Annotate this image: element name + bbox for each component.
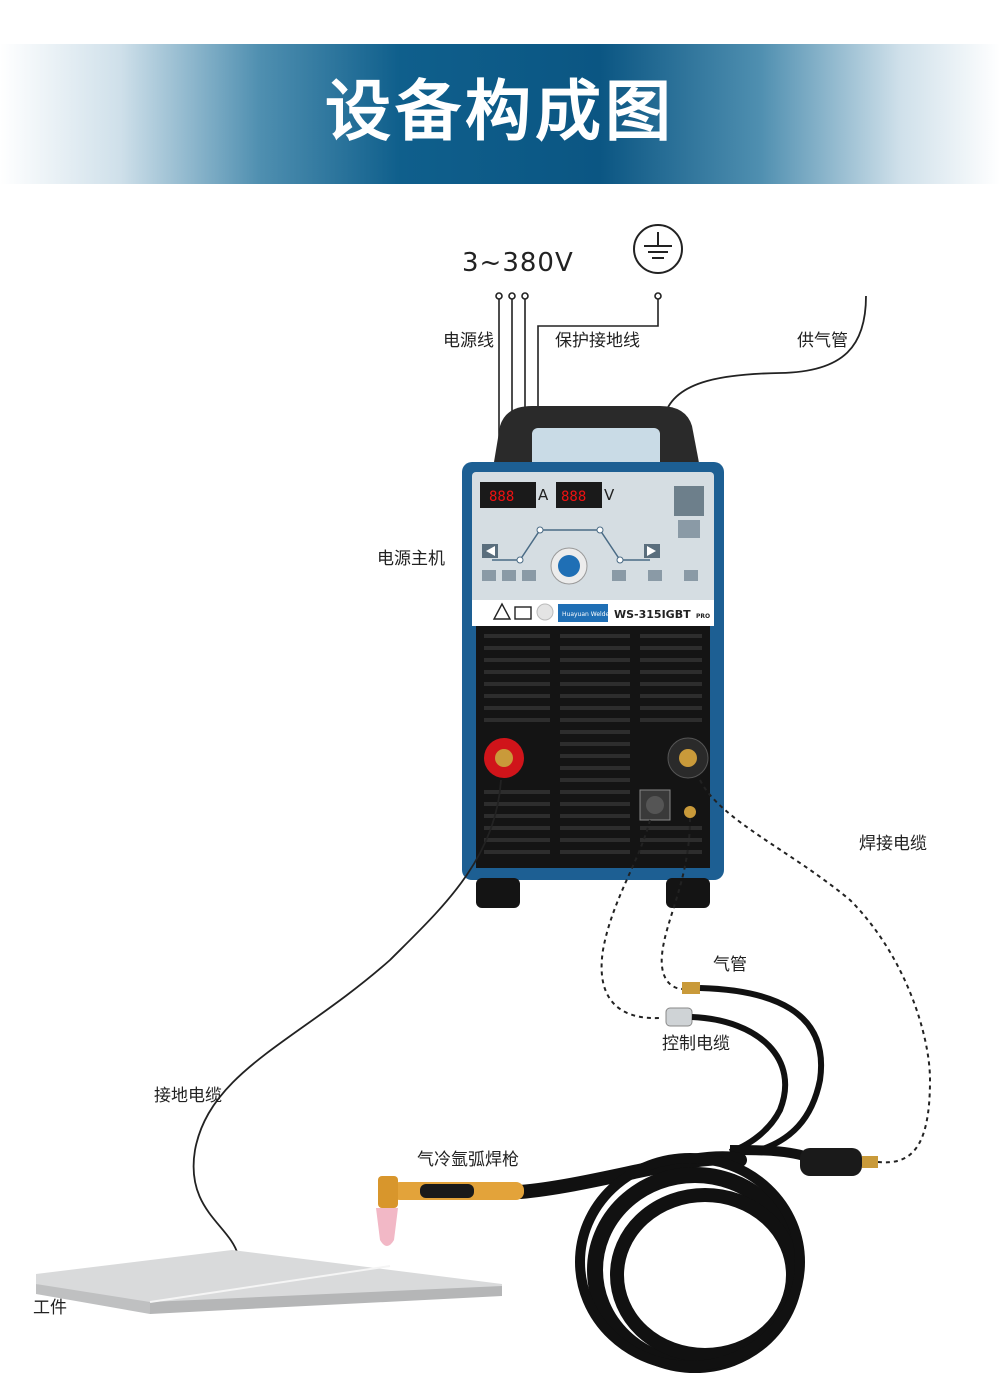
machine-handle	[493, 406, 700, 468]
ground-cable-line	[192, 779, 502, 1256]
manual-icon	[514, 606, 532, 620]
gas-outlet	[684, 806, 696, 818]
workpiece	[36, 1250, 502, 1314]
gas-supply-line	[663, 295, 867, 419]
torch	[376, 1176, 524, 1246]
welding-cable-line	[699, 779, 932, 1164]
label-power-unit: 电源主机	[377, 549, 445, 569]
torch-cable-coil	[513, 1151, 805, 1373]
label-ground-wire: 保护接地线	[555, 331, 640, 351]
control-cable-connector	[665, 1007, 693, 1027]
panel-unit-a: A	[538, 486, 549, 504]
ground-symbol-icon	[633, 224, 683, 274]
panel-unit-v: V	[604, 486, 615, 504]
model-suffix: PRO	[696, 613, 710, 620]
label-control-cable: 控制电缆	[662, 1034, 730, 1054]
warning-icon	[492, 602, 512, 620]
model-label: WS-315IGBT	[614, 608, 691, 621]
page-title: 设备构成图	[325, 73, 675, 150]
power-unit: 888 888	[462, 462, 724, 908]
label-torch: 气冷氩弧焊枪	[417, 1150, 519, 1170]
label-power-cord: 电源线	[443, 331, 494, 351]
label-welding-cable: 焊接电缆	[859, 834, 927, 854]
brand-label: Huayuan Welder	[562, 611, 612, 618]
control-cable-line	[600, 819, 661, 1020]
svg-text:888: 888	[489, 489, 514, 505]
voltage-label: 3~380V	[462, 248, 574, 278]
title-banner	[0, 44, 1000, 184]
svg-text:888: 888	[561, 489, 586, 505]
label-gas-supply: 供气管	[797, 331, 848, 351]
label-gas-hose: 气管	[713, 955, 747, 975]
label-workpiece: 工件	[33, 1298, 67, 1318]
gas-hose-connector	[682, 982, 700, 994]
gas-hose-line	[660, 817, 691, 990]
torch-power-plug	[800, 1148, 862, 1176]
label-ground-cable: 接地电缆	[154, 1086, 222, 1106]
